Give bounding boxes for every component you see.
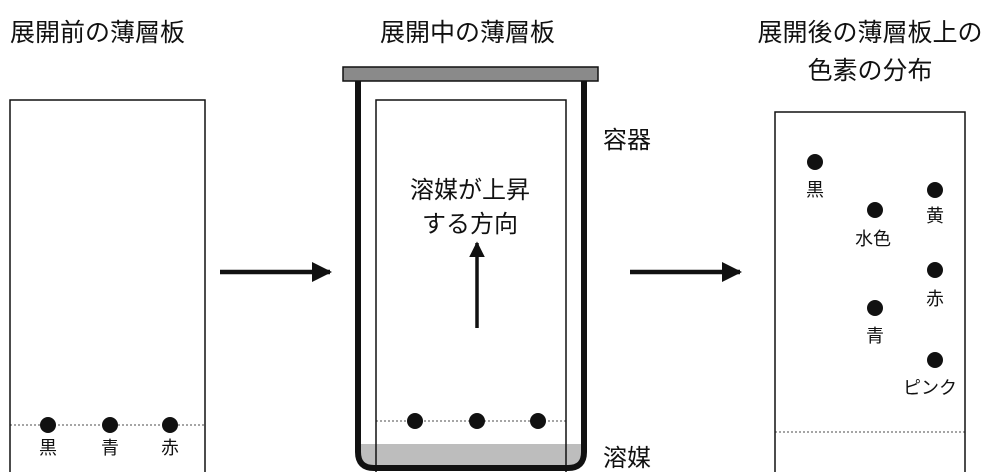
spot-after-yellow bbox=[927, 182, 943, 198]
container-label: 容器 bbox=[603, 126, 651, 154]
label-before-black: 黒 bbox=[39, 438, 57, 459]
spot-during-3 bbox=[530, 413, 546, 429]
label-after-blue: 青 bbox=[866, 326, 884, 347]
spot-after-black bbox=[807, 154, 823, 170]
spot-after-cyan bbox=[867, 202, 883, 218]
plate-during bbox=[375, 99, 567, 472]
spot-after-pink bbox=[927, 352, 943, 368]
label-after-yellow: 黄 bbox=[926, 206, 944, 227]
title-before: 展開前の薄層板 bbox=[10, 18, 186, 47]
title-after-line1: 展開後の薄層板上の bbox=[757, 18, 983, 47]
spot-after-red bbox=[927, 262, 943, 278]
spot-after-blue bbox=[867, 300, 883, 316]
solvent-label: 溶媒 bbox=[603, 444, 651, 472]
spot-before-blue bbox=[102, 417, 118, 433]
title-during: 展開中の薄層板 bbox=[380, 18, 556, 47]
label-after-red: 赤 bbox=[926, 289, 944, 310]
container-lid bbox=[342, 66, 599, 82]
title-after-line2: 色素の分布 bbox=[807, 56, 933, 85]
label-before-red: 赤 bbox=[161, 438, 179, 459]
plate-after bbox=[774, 111, 966, 472]
container-body bbox=[355, 81, 587, 471]
spot-before-red bbox=[162, 417, 178, 433]
spot-during-2 bbox=[469, 413, 485, 429]
spot-during-1 bbox=[407, 413, 423, 429]
spot-before-black bbox=[40, 417, 56, 433]
label-before-blue: 青 bbox=[101, 438, 119, 459]
label-after-black: 黒 bbox=[806, 180, 824, 201]
label-after-pink: ピンク bbox=[903, 378, 957, 399]
plate-before bbox=[9, 99, 206, 472]
label-after-cyan: 水色 bbox=[855, 229, 891, 250]
direction-label-line2: する方向 bbox=[422, 210, 518, 238]
solvent-fill bbox=[358, 444, 584, 468]
direction-label-line1: 溶媒が上昇 bbox=[410, 176, 530, 204]
